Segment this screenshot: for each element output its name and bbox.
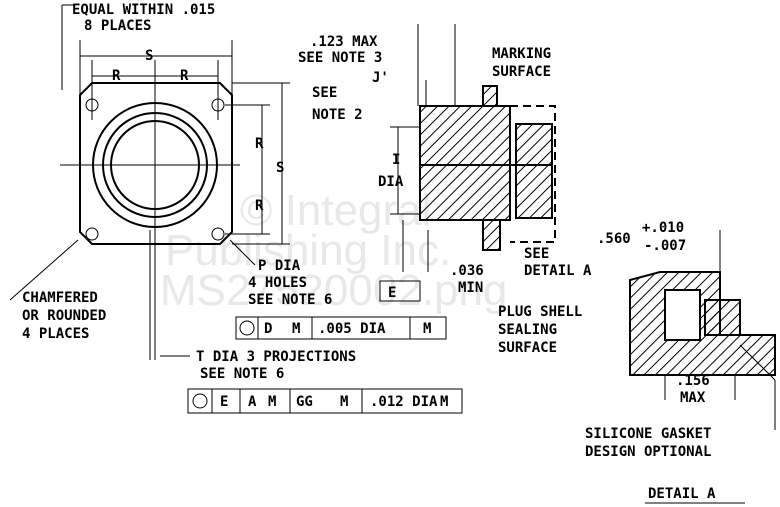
dim-r-left: R (112, 68, 121, 84)
drawing-label: OR ROUNDED (22, 308, 106, 324)
drawing-label: A (248, 394, 257, 410)
drawing-label: MS27520002.png (160, 266, 507, 315)
feature-control-frame-t: E A M GG M .012 DIA M (187, 388, 463, 414)
drawing-label: T DIA 3 PROJECTIONS (196, 349, 356, 365)
dim-r-upper: R (255, 136, 264, 152)
mounting-hole (85, 227, 99, 241)
drawing-label: MAX (680, 390, 706, 406)
drawing-label: P DIA (258, 258, 301, 274)
drawing-label: .560 (597, 231, 631, 247)
drawing-label: PLUG SHELL (498, 304, 582, 320)
drawing-label: 4 PLACES (22, 326, 89, 342)
drawing-label: .036 (450, 263, 484, 279)
drawing-label: 4 HOLES (248, 275, 307, 291)
drawing-label: E (220, 394, 228, 410)
drawing-label: M (268, 394, 276, 410)
drawing-label: SEE NOTE 3 (298, 50, 382, 66)
drawing-label: MARKING (492, 46, 551, 62)
feature-control-frame-p: D M .005 DIA M (235, 316, 447, 340)
drawing-label: SEE NOTE 6 (200, 366, 284, 382)
drawing-label: I (392, 152, 400, 168)
dim-r-lower: R (255, 198, 264, 214)
drawing-label: NOTE 2 (312, 107, 363, 123)
drawing-label: M (423, 321, 431, 337)
drawing-label: E (388, 285, 396, 301)
dim-s-top: S (145, 48, 153, 64)
drawing-label: -.007 (644, 238, 686, 254)
side-view: .123 MAX SEE NOTE 3 J' MARKING SURFACE S… (298, 24, 592, 302)
drawing-label: M (292, 321, 300, 337)
drawing-label: MIN (458, 280, 483, 296)
drawing-label: M (440, 394, 448, 410)
drawing-label: SURFACE (492, 64, 551, 80)
equal-within-label: EQUAL WITHIN .015 (72, 2, 215, 18)
drawing-label: SEE (524, 246, 549, 262)
drawing-label: .005 DIA (318, 321, 386, 337)
detail-a: .560 +.010 -.007 PLUG SHELL SEALING SURF… (498, 220, 776, 504)
drawing-label: SILICONE GASKET (585, 426, 711, 442)
drawing-label: DIA (378, 174, 404, 190)
drawing-label: SURFACE (498, 340, 557, 356)
drawing-label: D (264, 321, 272, 337)
mounting-hole (211, 227, 225, 241)
datum-e-box (379, 280, 421, 302)
drawing-label: J' (372, 70, 389, 86)
drawing-label: .156 (676, 373, 710, 389)
drawing-label: SEALING (498, 322, 557, 338)
dim-r-right: R (180, 68, 189, 84)
drawing-label: © Integral (240, 186, 431, 235)
places-label: 8 PLACES (84, 18, 151, 34)
drawing-label: GG (296, 394, 313, 410)
detail-title: DETAIL A (648, 486, 716, 502)
flange-outline (79, 82, 233, 245)
drawing-label: +.010 (642, 220, 684, 236)
drawing-label: SEE (312, 85, 337, 101)
drawing-label: SEE NOTE 6 (248, 292, 332, 308)
front-view: EQUAL WITHIN .015 8 PLACES S R R R R S C… (9, 2, 463, 414)
drawing-label: .123 MAX (310, 34, 378, 50)
drawing-label: DESIGN OPTIONAL (585, 444, 711, 460)
drawing-label: M (340, 394, 348, 410)
drawing-label: DETAIL A (524, 263, 592, 279)
dim-s-side: S (276, 160, 284, 176)
drawing-label: .012 DIA (370, 394, 438, 410)
drawing-label: CHAMFERED (22, 290, 98, 306)
